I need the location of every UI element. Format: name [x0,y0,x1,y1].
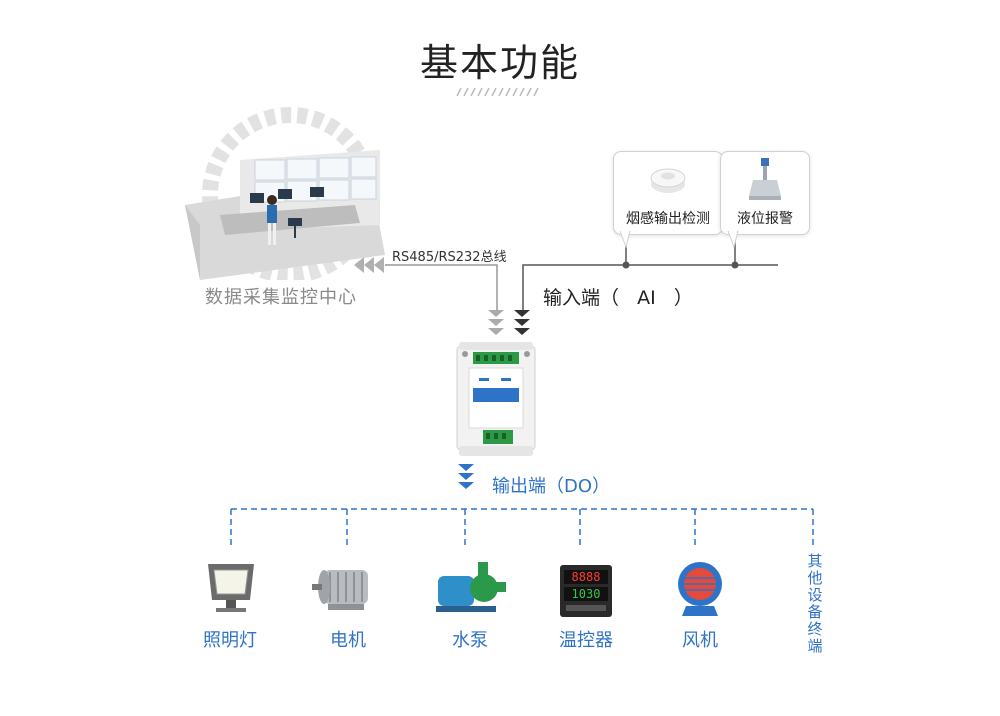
arrows-left-icon [354,257,384,273]
motor-icon [312,570,368,610]
floodlight-icon [208,564,254,612]
sensor-level-label: 液位报警 [737,211,793,227]
device-label-pump: 水泵 [452,630,488,651]
bus-lines [385,264,545,310]
sensor-smoke-label: 烟感输出检测 [626,211,710,227]
device-label-fan: 风机 [682,630,718,651]
smoke-detector-icon [650,168,686,193]
monitoring-center-label: 数据采集监控中心 [205,287,357,308]
sensor-level-bubble: 液位报警 [720,151,810,235]
device-label-thermostat: 温控器 [559,630,613,651]
input-line [545,235,778,269]
thermostat-icon: 8888 1030 [560,565,612,617]
output-distribution-lines [230,508,814,549]
fan-icon [678,562,722,616]
device-label-motor: 电机 [330,630,366,651]
page-title: 基本功能 [419,41,580,85]
thermostat-buttons [566,605,606,611]
thermostat-top-readout: 8888 [564,570,608,584]
monitoring-center-illustration [185,107,385,280]
device-label-other: 其他设备终端 [807,552,823,655]
input-label: 输入端（ AI ） [543,287,693,309]
io-module-device [456,342,536,456]
water-pump-icon [436,562,506,612]
thermostat-bottom-readout: 1030 [564,587,608,601]
device-label-light: 照明灯 [203,630,257,651]
bubble-tails [620,231,739,249]
level-sensor-icon [749,158,781,200]
sensor-smoke-bubble: 烟感输出检测 [613,151,723,235]
bus-label: RS485/RS232总线 [392,250,507,265]
arrows-down-icon [488,310,530,335]
output-label: 输出端（DO） [492,476,611,497]
title-decoration [456,88,539,96]
output-arrows-icon [458,464,474,489]
